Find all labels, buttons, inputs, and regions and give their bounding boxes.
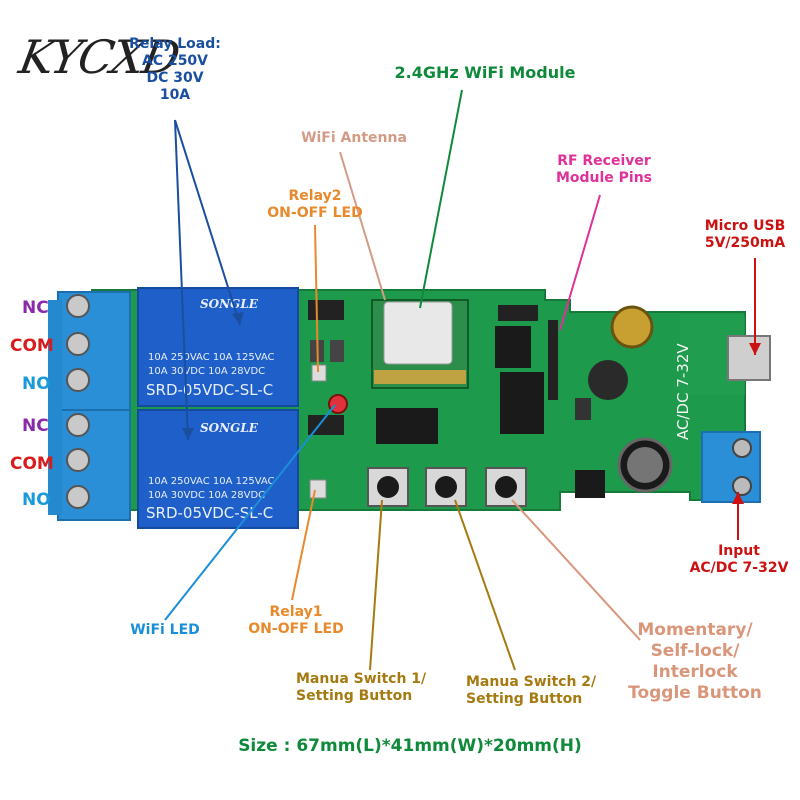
wifi-module — [371, 299, 469, 389]
board-acdc-text: AC/DC 7-32V — [674, 343, 692, 440]
input-terminal — [701, 431, 761, 503]
manual-switch1-label: Manua Switch 1/ Setting Button — [296, 671, 427, 704]
relay2-line1: 10A 250VAC 10A 125VAC — [148, 352, 275, 363]
annotation-lines — [164, 89, 756, 671]
usb-arrowhead — [749, 343, 761, 355]
terminal-label-nc-1: NC — [22, 298, 49, 318]
manual-switch2-label: Manua Switch 2/ Setting Button — [466, 674, 597, 707]
wifi-led-label: WiFi LED — [130, 622, 200, 638]
chip-2 — [500, 372, 544, 434]
rf-receiver-label: RF Receiver Module Pins — [555, 153, 653, 186]
terminal-label-com-2: COM — [10, 454, 54, 474]
relay2-model: SRD-05VDC-SL-C — [146, 381, 273, 399]
toggle-button-label: Momentary/ Self-lock/ Interlock Toggle B… — [628, 620, 762, 703]
relay-2: SONGLE 10A 250VAC 10A 125VAC 10A 30VDC 1… — [137, 287, 299, 407]
relay2-led-label: Relay2 ON-OFF LED — [267, 188, 363, 221]
relay2-line2: 10A 30VDC 10A 28VDC — [148, 366, 265, 377]
relay1-line2: 10A 30VDC 10A 28VDC — [148, 490, 265, 501]
relay1-led — [309, 479, 327, 499]
relay-1: SONGLE 10A 250VAC 10A 125VAC 10A 30VDC 1… — [137, 409, 299, 529]
relay1-brand: SONGLE — [200, 421, 259, 435]
relay2-led — [311, 364, 327, 382]
annotation-arrowheads — [182, 312, 244, 440]
relay1-line1: 10A 250VAC 10A 125VAC — [148, 476, 275, 487]
relay-load-label: Relay Load: AC 250V DC 30V 10A — [129, 36, 221, 103]
micro-usb-port — [727, 335, 771, 381]
input-arrowhead — [732, 492, 744, 504]
wifi-antenna-label: WiFi Antenna — [301, 130, 407, 146]
wifi-module-label: 2.4GHz WiFi Module — [394, 63, 576, 82]
terminal-label-no-1: NO — [22, 374, 51, 394]
rf-pins — [548, 320, 558, 400]
relay1-led-label: Relay1 ON-OFF LED — [248, 604, 344, 637]
relay2-brand: SONGLE — [200, 297, 259, 311]
tactile-buttons — [367, 467, 527, 507]
terminal-label-nc-2: NC — [22, 416, 49, 436]
chip-1 — [376, 408, 438, 444]
terminal-block-left — [48, 291, 131, 521]
micro-usb-label: Micro USB 5V/250mA — [704, 218, 786, 251]
input-label: Input AC/DC 7-32V — [689, 543, 789, 576]
inductor — [588, 360, 628, 400]
size-label: Size : 67mm(L)*41mm(W)*20mm(H) — [238, 736, 582, 756]
terminal-label-com-1: COM — [10, 336, 54, 356]
capacitor-1 — [610, 305, 654, 349]
relay1-model: SRD-05VDC-SL-C — [146, 504, 273, 522]
terminal-label-no-2: NO — [22, 490, 51, 510]
